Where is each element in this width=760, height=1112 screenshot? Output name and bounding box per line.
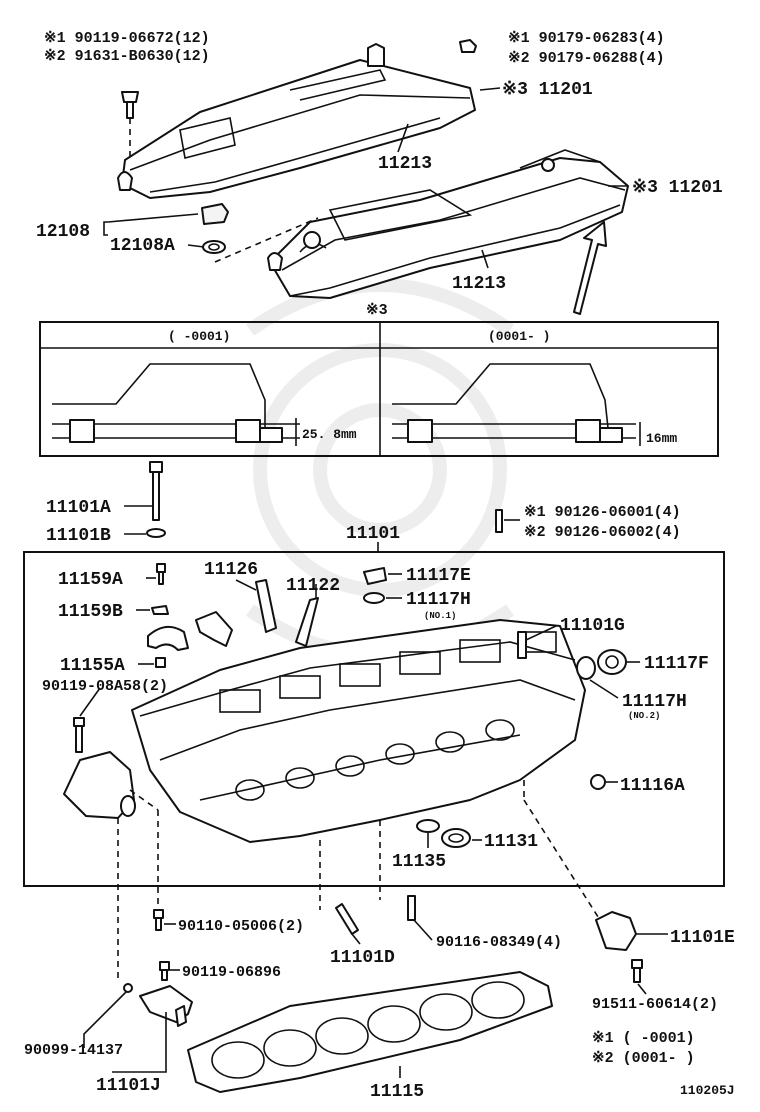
- label-stud-note1: ※1 90126-06001(4): [524, 504, 681, 521]
- label-gasket-top: ※3 11201: [502, 80, 593, 100]
- label-washer-b: 11101B: [46, 526, 111, 546]
- upper-cover-grommet: [459, 39, 477, 53]
- label-11117h-1: 11117H: [406, 590, 471, 610]
- label-cover-rh-note2: ※2 91631-B0630(12): [44, 48, 210, 65]
- bolt-90119-08a58: [73, 717, 85, 753]
- detail-arrow: [573, 221, 607, 315]
- camshaft-bearing-caps: [147, 611, 233, 651]
- label-11115: 11115: [370, 1082, 424, 1102]
- label-11159b: 11159B: [58, 602, 123, 622]
- label-11101g: 11101G: [560, 616, 625, 636]
- label-11122: 11122: [286, 576, 340, 596]
- stud-90116-08349: [407, 895, 416, 921]
- washer-11159b: [151, 605, 169, 615]
- label-11101j: 11101J: [96, 1076, 161, 1096]
- label-head-assy: 11101: [346, 524, 400, 544]
- upper-cover-bolt: [121, 91, 139, 119]
- plug-11117e: [363, 567, 387, 585]
- label-no2: (NO.2): [628, 711, 660, 721]
- label-90116-08349: 90116-08349(4): [436, 934, 562, 951]
- label-gasket-mid: ※3 11201: [632, 178, 723, 198]
- label-no1: (NO.1): [424, 611, 456, 621]
- label-11155a: 11155A: [60, 656, 125, 676]
- sensor-11101j: [139, 985, 193, 1027]
- pin-11101g: [517, 631, 527, 659]
- cylinder-head: [131, 619, 586, 843]
- guide-11122: [295, 597, 319, 647]
- bolt-90110-05006: [153, 909, 164, 931]
- ring-11117h-no1: [363, 592, 385, 604]
- sensor-11101e: [595, 911, 637, 951]
- label-cap: 12108: [36, 222, 90, 242]
- plug-11117f: [597, 649, 627, 675]
- bolt-11159a: [156, 563, 166, 585]
- label-11117f: 11117F: [644, 654, 709, 674]
- label-11116a: 11116A: [620, 776, 685, 796]
- label-11117e: 11117E: [406, 566, 471, 586]
- cylinder-head-gasket: [187, 971, 553, 1093]
- label-cover-lh-note2: ※2 90179-06288(4): [508, 50, 665, 67]
- pin-11155a: [155, 657, 166, 668]
- label-11159a: 11159A: [58, 570, 123, 590]
- label-detail-right-header: (0001- ): [488, 329, 550, 344]
- label-11135: 11135: [392, 852, 446, 872]
- gasket-90099-14137: [123, 983, 133, 993]
- label-diagram-code: 110205J: [680, 1083, 735, 1098]
- oil-filler-cap-gasket: [202, 240, 226, 254]
- label-11117h-2: 11117H: [622, 692, 687, 712]
- housing-11101j-area: [63, 751, 136, 819]
- stud-bolt: [495, 509, 503, 533]
- label-cover-rh-note1: ※1 90119-06672(12): [44, 30, 210, 47]
- guide-11126: [255, 579, 277, 633]
- label-cover-mid: 11213: [452, 274, 506, 294]
- head-bolt-washer: [146, 528, 166, 538]
- label-detail-left-header: ( -0001): [168, 329, 230, 344]
- cylinder-head-cover-upper: [117, 43, 476, 199]
- label-cover-top: 11213: [378, 154, 432, 174]
- ring-11135: [416, 819, 440, 833]
- bolt-90119-06896: [159, 961, 170, 981]
- label-90119-08a58: 90119-08A58(2): [42, 678, 168, 695]
- cylinder-head-cover-lower: [267, 149, 629, 299]
- ring-11131: [441, 828, 471, 848]
- label-legend2: ※2 (0001- ): [592, 1050, 695, 1067]
- label-stud-note2: ※2 90126-06002(4): [524, 524, 681, 541]
- label-detail-ref: ※3: [366, 302, 388, 319]
- label-11101d: 11101D: [330, 948, 395, 968]
- label-91511-60614: 91511-60614(2): [592, 996, 718, 1013]
- port-openings: [235, 719, 515, 801]
- label-11131: 11131: [484, 832, 538, 852]
- plug-11116a: [590, 774, 606, 790]
- label-detail-left-dim: 25. 8mm: [302, 427, 357, 442]
- label-bolt-a: 11101A: [46, 498, 111, 518]
- label-legend1: ※1 ( -0001): [592, 1030, 695, 1047]
- label-11101e: 11101E: [670, 928, 735, 948]
- label-cap-gasket: 12108A: [110, 236, 175, 256]
- label-90099-14137: 90099-14137: [24, 1042, 123, 1059]
- label-90119-06896: 90119-06896: [182, 964, 281, 981]
- label-detail-right-dim: 16mm: [646, 431, 677, 446]
- label-11126: 11126: [204, 560, 258, 580]
- label-cover-lh-note1: ※1 90179-06283(4): [508, 30, 665, 47]
- oil-filler-cap: [201, 203, 229, 225]
- head-bolt: [149, 461, 163, 521]
- gasket-detail-box: [39, 321, 719, 457]
- stud-11101d: [335, 903, 359, 935]
- label-90110-05006: 90110-05006(2): [178, 918, 304, 935]
- cylinder-head-subassembly-box: [23, 551, 725, 887]
- bolt-91511-60614: [631, 959, 643, 983]
- ring-11117h-no2: [576, 656, 596, 680]
